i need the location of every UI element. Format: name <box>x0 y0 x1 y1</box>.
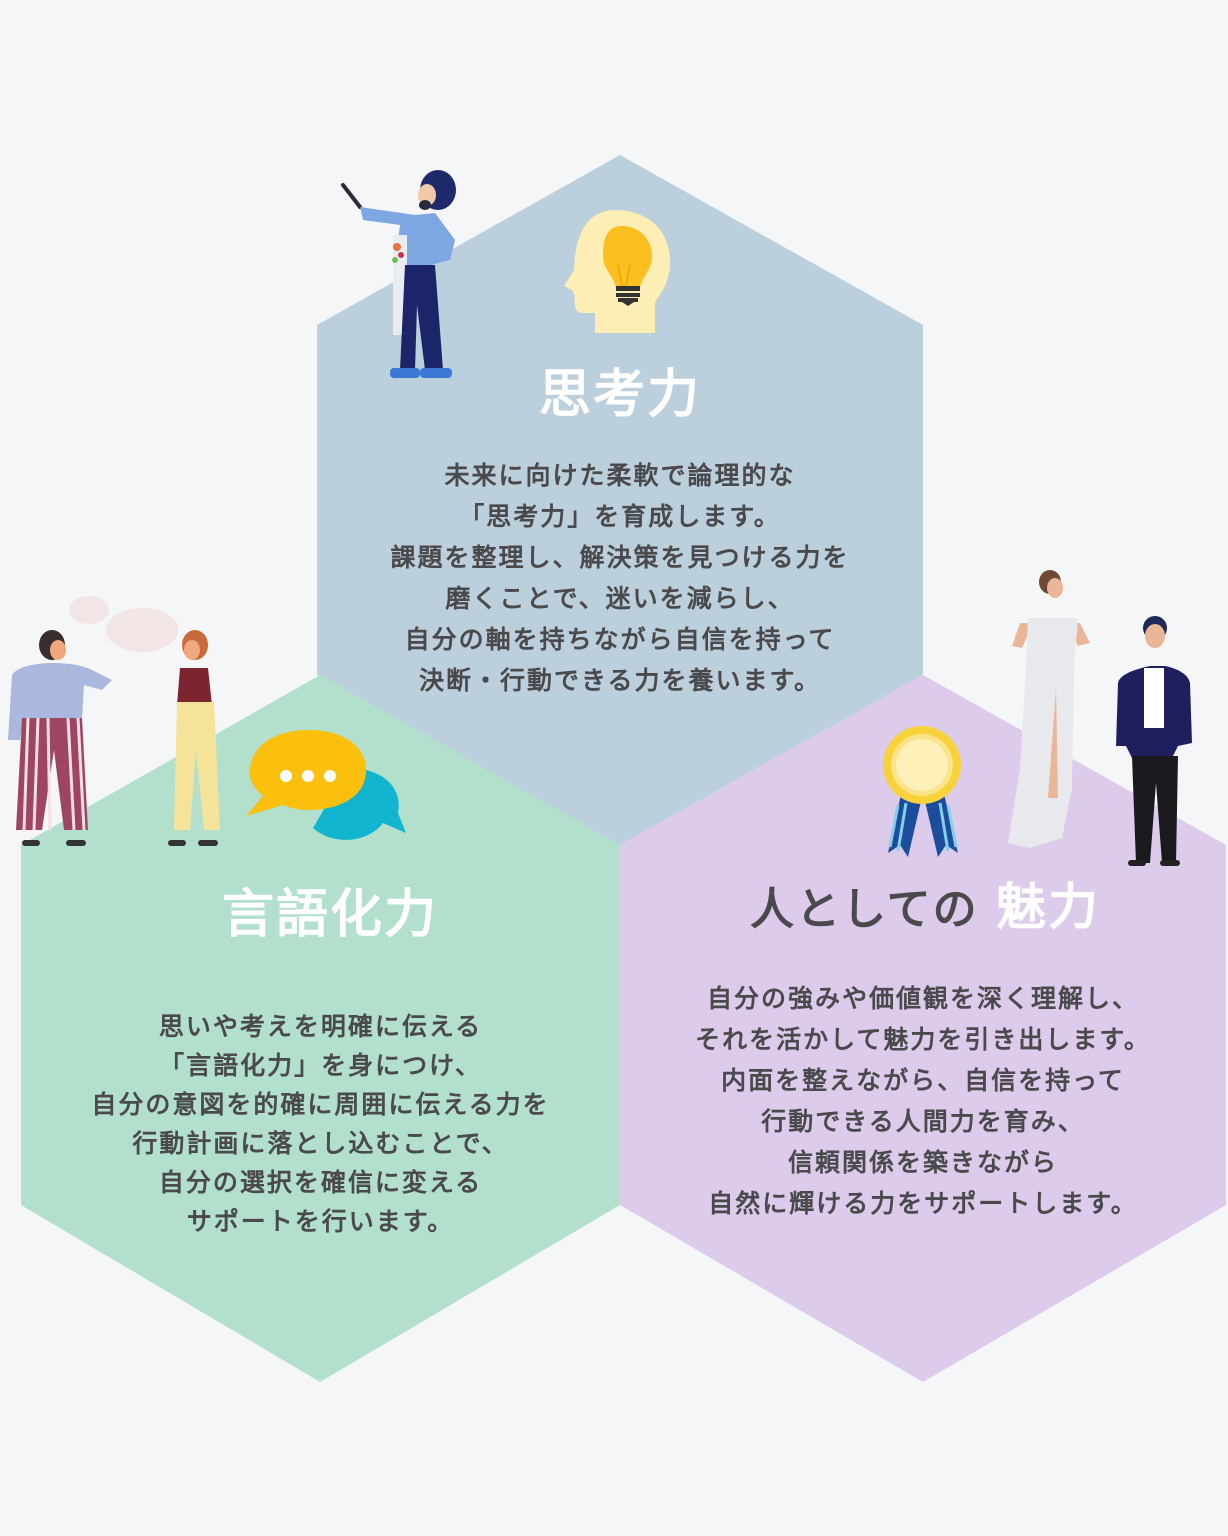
body-line: 自分の強みや価値観を深く理解し、 <box>706 984 1139 1013</box>
body-line: 行動できる人間力を育み、 <box>761 1107 1085 1136</box>
body-line: 磨くことで、迷いを減らし、 <box>445 584 795 613</box>
body-line: サポートを行います。 <box>186 1207 455 1236</box>
couple-formal-wear-illustration <box>1008 570 1192 866</box>
two-women-talking-illustration <box>8 596 220 846</box>
hexagon-verbalization <box>21 675 620 1382</box>
body-line: 信頼関係を築きながら <box>787 1148 1058 1177</box>
hexagon-charm <box>620 675 1226 1382</box>
hexagon-thinking <box>317 155 923 845</box>
body-line: 未来に向けた柔軟で論理的な <box>444 461 796 490</box>
head-lightbulb-icon <box>564 210 671 333</box>
body-line: 内面を整えながら、自信を持って <box>721 1066 1125 1095</box>
body-line: 自然に輝ける力をサポートします。 <box>708 1189 1138 1218</box>
body-line: 課題を整理し、解決策を見つける力を <box>390 543 850 572</box>
section-title-verbalization: 言語化力 <box>221 885 438 945</box>
body-line: 行動計画に落とし込むことで、 <box>132 1129 509 1158</box>
body-line: 自分の意図を的確に周囲に伝える力を <box>91 1090 550 1119</box>
speech-bubbles-icon <box>246 730 406 840</box>
section-title-thinking: 思考力 <box>538 365 701 425</box>
section-body-thinking: 未来に向けた柔軟で論理的な 「思考力」を育成します。 課題を整理し、解決策を見つ… <box>317 455 923 701</box>
section-title-prefix: 人としての <box>749 884 979 935</box>
body-line: 自分の軸を持ちながら自信を持って <box>404 625 836 654</box>
section-title-charm: 人としての 魅力 <box>700 872 1150 945</box>
section-body-verbalization: 思いや考えを明確に伝える 「言語化力」を身につけ、 自分の意図を的確に周囲に伝え… <box>21 1007 620 1241</box>
painter-person-illustration <box>341 170 456 378</box>
body-line: それを活かして魅力を引き出します。 <box>695 1025 1151 1054</box>
section-body-charm: 自分の強みや価値観を深く理解し、 それを活かして魅力を引き出します。 内面を整え… <box>620 978 1226 1224</box>
body-line: 自分の選択を確信に変える <box>158 1168 483 1197</box>
body-line: 決断・行動できる力を養います。 <box>418 666 821 695</box>
body-line: 「思考力」を育成します。 <box>459 502 781 531</box>
body-line: 「言語化力」を身につけ、 <box>159 1051 482 1080</box>
body-line: 思いや考えを明確に伝える <box>158 1012 483 1041</box>
section-title-highlight: 魅力 <box>996 878 1100 936</box>
medal-ribbon-icon <box>883 726 961 857</box>
